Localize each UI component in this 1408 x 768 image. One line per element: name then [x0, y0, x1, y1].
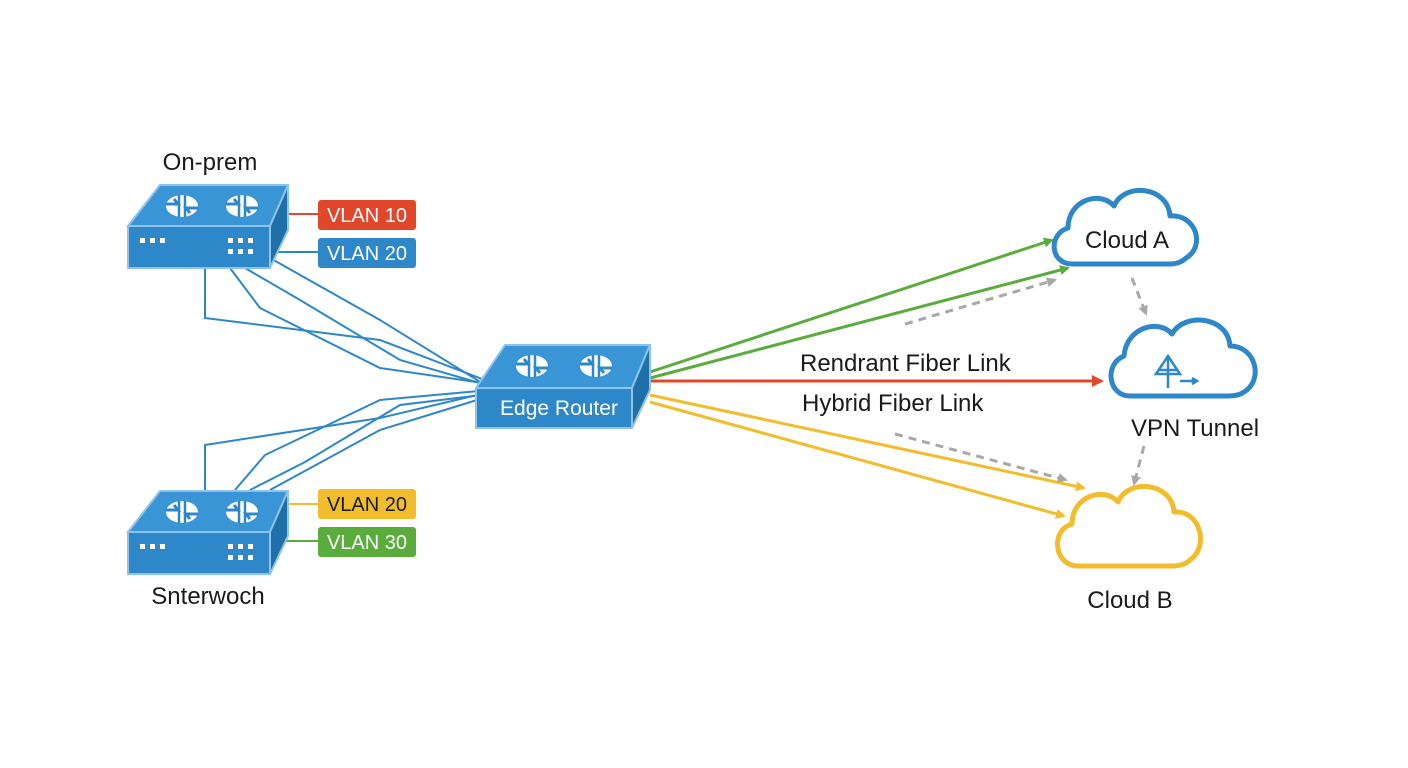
vlan-tag-30: VLAN 30 [318, 527, 416, 557]
vpn-tunnel-label: VPN Tunnel [1131, 415, 1259, 442]
green-link-2 [649, 265, 1070, 380]
onprem-label: On-prem [163, 149, 258, 176]
lower-switch-label: Snterwoch [151, 583, 264, 610]
svg-text:VLAN 10: VLAN 10 [327, 205, 407, 227]
lower-switch[interactable] [125, 490, 290, 575]
edge-router-label: Edge Router [500, 397, 618, 420]
cloud-a[interactable]: Cloud A [1051, 187, 1199, 267]
dashed-links [894, 277, 1148, 486]
vpn-tunnel[interactable]: VPN Tunnel [1108, 317, 1259, 442]
vlan-tag-10: VLAN 10 [318, 200, 416, 230]
port-lights [140, 544, 253, 560]
redundant-link-label: Rendrant Fiber Link [800, 350, 1012, 377]
svg-text:VLAN 20: VLAN 20 [327, 494, 407, 516]
hybrid-link-label: Hybrid Fiber Link [802, 390, 984, 417]
vlan-tag-20-top: VLAN 20 [318, 238, 416, 268]
tunnel-glyph [1153, 353, 1200, 388]
cloud-icon [1051, 187, 1199, 267]
switch-uplinks [204, 257, 491, 491]
svg-text:VLAN 30: VLAN 30 [327, 532, 407, 554]
cloud-b-label: Cloud B [1087, 587, 1172, 614]
yellow-link-2 [649, 400, 1066, 519]
cloud-icon [1055, 483, 1203, 569]
edge-router[interactable]: Edge Router [474, 344, 652, 429]
cloud-a-label: Cloud A [1085, 227, 1169, 254]
cloud-tunnel-icon [1108, 317, 1258, 399]
port-lights [140, 238, 253, 254]
cloud-b[interactable]: Cloud B [1055, 483, 1203, 614]
vlan-tag-20-bottom: VLAN 20 [318, 489, 416, 519]
green-link-1 [649, 237, 1054, 374]
onprem-switch[interactable] [125, 184, 290, 269]
svg-text:VLAN 20: VLAN 20 [327, 243, 407, 265]
yellow-link-1 [649, 393, 1086, 492]
